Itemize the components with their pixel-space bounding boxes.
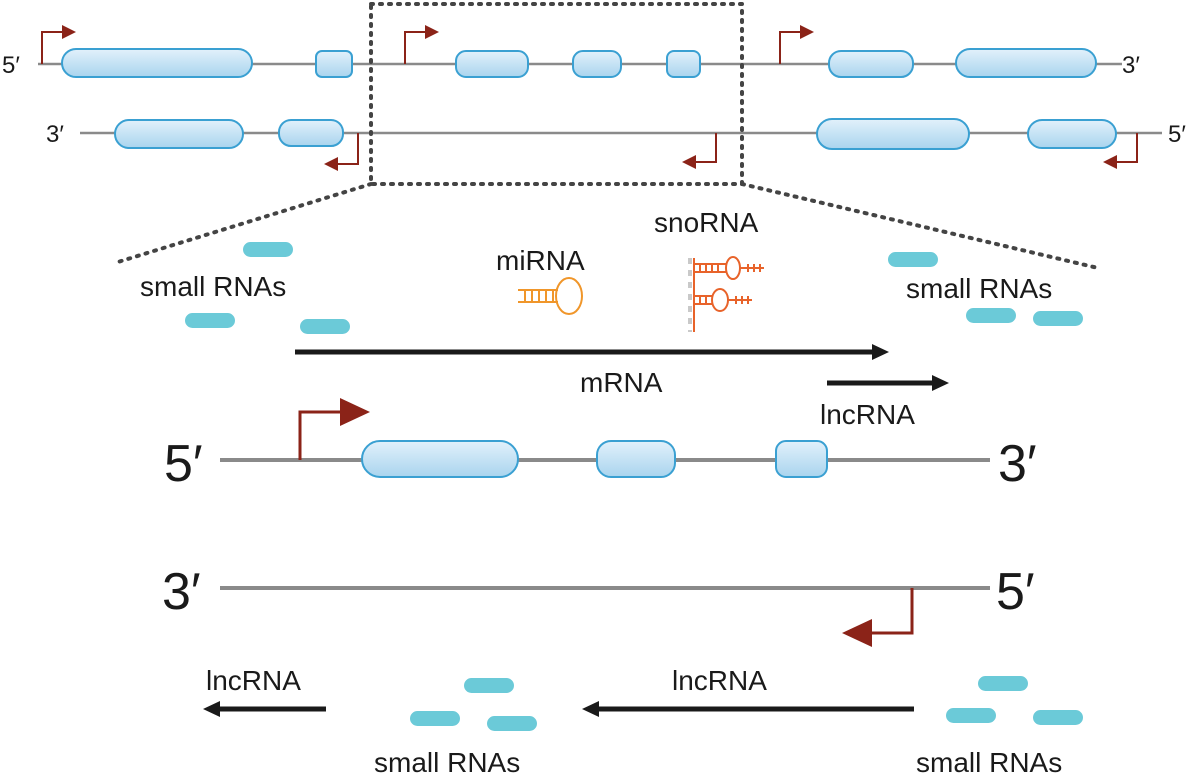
overview-top-3prime-label: 3′: [1122, 52, 1140, 79]
small-rna-fragment: [243, 242, 293, 257]
small-rna-fragment: [410, 711, 460, 726]
mirna-label: miRNA: [496, 245, 585, 276]
zoom-top-3prime-label: 3′: [998, 435, 1037, 493]
overview-top-exon-6: [828, 50, 914, 78]
overview-bottom-exon-1: [114, 119, 244, 149]
mrna-label: mRNA: [580, 367, 663, 398]
overview-bottom-exon-4: [1027, 119, 1117, 149]
small-rna-fragment: [300, 319, 350, 334]
zoom-tss-arrow-sense: [298, 398, 370, 460]
zoom-region: small RNAs miRNA snoRNA: [140, 207, 1083, 778]
overview-top-tss-arrow-3: [779, 25, 814, 64]
overview-top-exon-2: [315, 50, 353, 78]
lncrna-sense-label: lncRNA: [820, 399, 915, 430]
zoom-bottom-5prime-label: 5′: [996, 563, 1035, 621]
zoom-tss-arrow-antisense: [842, 588, 914, 647]
overview-region: 5′ 3′ 3′ 5′: [2, 2, 1186, 270]
overview-bottom-exon-2: [278, 119, 344, 147]
snorna-label: snoRNA: [654, 207, 759, 238]
small-rnas-top-right-label: small RNAs: [906, 273, 1052, 304]
small-rnas-top-left-label: small RNAs: [140, 271, 286, 302]
small-rna-fragment: [185, 313, 235, 328]
overview-bottom-tss-arrow-2: [682, 133, 717, 169]
overview-top-exon-4: [572, 50, 622, 78]
overview-top-exon-1: [61, 48, 253, 78]
zoom-bottom-3prime-label: 3′: [162, 563, 201, 621]
lncrna-antisense-mid-label: lncRNA: [672, 665, 767, 696]
zoom-exon-1: [361, 440, 519, 478]
small-rna-fragment: [464, 678, 514, 693]
mirna-hairpin-icon: [518, 277, 583, 315]
zoom-top-5prime-label: 5′: [164, 435, 203, 493]
overview-top-5prime-label: 5′: [2, 52, 20, 79]
overview-bottom-exon-3: [816, 118, 970, 150]
small-rna-fragment: [978, 676, 1028, 691]
snorna-structure-icon: [688, 256, 764, 332]
overview-top-exon-3: [455, 50, 529, 78]
overview-bottom-5prime-label: 5′: [1168, 121, 1186, 148]
zoom-exon-2: [596, 440, 676, 478]
small-rna-fragment: [946, 708, 996, 723]
mrna-transcript-arrow: [295, 344, 889, 360]
lncrna-antisense-left-arrow: [203, 701, 326, 717]
zoom-projection-left: [116, 182, 373, 264]
lncrna-antisense-mid-arrow: [582, 701, 914, 717]
overview-bottom-3prime-label: 3′: [46, 121, 64, 148]
overview-bottom-tss-arrow-3: [1103, 133, 1138, 169]
small-rnas-bottom-right-label: small RNAs: [916, 747, 1062, 778]
small-rnas-bottom-left-label: small RNAs: [374, 747, 520, 778]
small-rna-fragment: [888, 252, 938, 267]
small-rna-fragment: [1033, 311, 1083, 326]
overview-top-tss-arrow-2: [404, 25, 439, 64]
overview-bottom-tss-arrow-1: [324, 133, 359, 171]
small-rna-fragment: [487, 716, 537, 731]
zoom-selection-box: [369, 2, 744, 186]
small-rna-fragment: [1033, 710, 1083, 725]
zoom-projection-right: [740, 182, 1100, 270]
zoom-exon-3: [775, 440, 828, 478]
lncrna-antisense-left-label: lncRNA: [206, 665, 301, 696]
overview-top-exon-5: [666, 50, 701, 78]
overview-top-tss-arrow-1: [41, 25, 76, 64]
small-rna-fragment: [966, 308, 1016, 323]
overview-top-exon-7: [955, 48, 1097, 78]
lncrna-sense-arrow: [827, 375, 949, 391]
